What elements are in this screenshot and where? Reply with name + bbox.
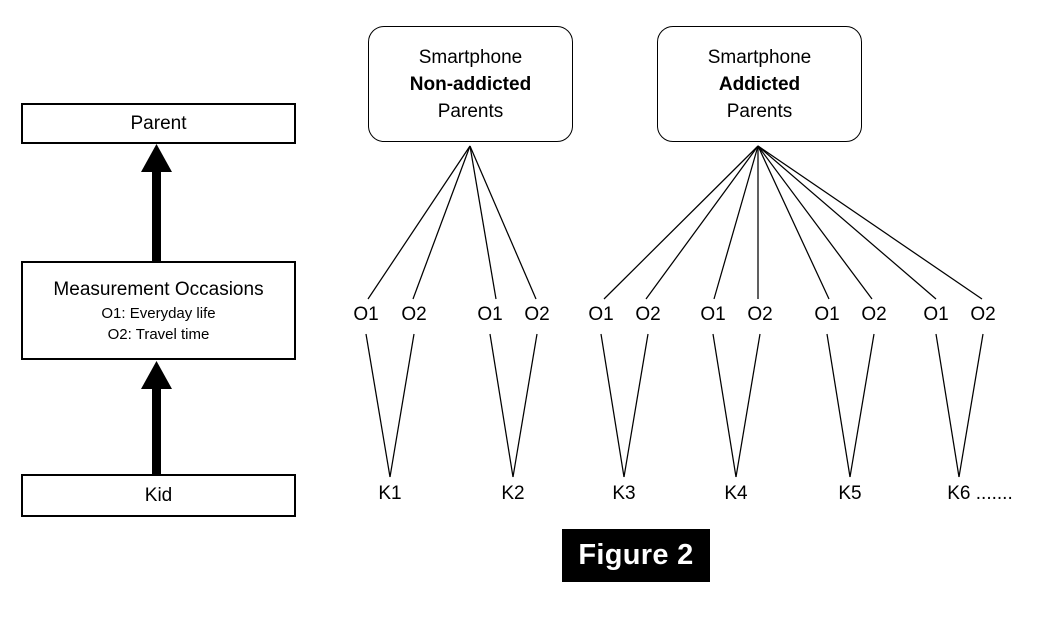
group-box-non-addicted: Smartphone Non-addicted Parents: [368, 26, 573, 142]
occasion-label-g1-4: O2: [524, 304, 550, 325]
occasion-o1-definition: O1: Everyday life: [101, 304, 216, 322]
parent-level-label: Parent: [130, 112, 187, 134]
edge-nonaddicted-o2b: [469, 145, 537, 300]
edge-o2-to-k4: [735, 333, 761, 478]
arrow-up-icon-occasions-to-parent: [141, 144, 172, 261]
figure-caption-chip: Figure 2: [562, 529, 710, 582]
edge-o2-to-k5: [849, 333, 875, 478]
edge-addicted-o1b: [713, 145, 759, 300]
group-addicted-line1: Smartphone: [707, 46, 812, 68]
measurement-occasions-box: Measurement Occasions O1: Everyday life …: [21, 261, 296, 360]
occasion-label-g2-1: O1: [588, 304, 614, 325]
edge-o2-to-k6: [958, 333, 984, 478]
occasion-label-g2-7: O1: [923, 304, 949, 325]
edge-addicted-o1c: [757, 145, 830, 300]
group-non-addicted-line3: Parents: [437, 100, 504, 122]
kid-label-k6: K6 .......: [947, 483, 1013, 504]
edge-addicted-o2a: [645, 145, 759, 300]
edge-o2-to-k3: [623, 333, 649, 478]
kid-label-k5: K5: [838, 483, 862, 504]
kid-label-k3: K3: [612, 483, 636, 504]
edge-addicted-o1d: [757, 145, 937, 300]
edge-o1-to-k4: [712, 333, 737, 478]
occasion-label-g1-1: O1: [353, 304, 379, 325]
group-addicted-line3: Parents: [726, 100, 793, 122]
occasion-label-g2-8: O2: [970, 304, 996, 325]
occasion-label-g2-2: O2: [635, 304, 661, 325]
group-box-addicted: Smartphone Addicted Parents: [657, 26, 862, 142]
occasion-label-g2-3: O1: [700, 304, 726, 325]
occasion-label-g2-5: O1: [814, 304, 840, 325]
edge-o1-to-k1: [365, 333, 391, 478]
edge-addicted-o1a: [603, 145, 759, 300]
arrow-up-icon-kid-to-occasions: [141, 361, 172, 474]
kid-label-k2: K2: [501, 483, 525, 504]
kid-level-box: Kid: [21, 474, 296, 517]
edge-o1-to-k3: [600, 333, 625, 478]
occasion-label-g1-3: O1: [477, 304, 503, 325]
edge-addicted-o2c: [757, 145, 873, 300]
occasion-o2-definition: O2: Travel time: [107, 325, 210, 343]
edge-o2-to-k2: [512, 333, 538, 478]
kid-level-label: Kid: [144, 484, 173, 506]
parent-level-box: Parent: [21, 103, 296, 144]
edge-o1-to-k6: [935, 333, 960, 478]
kid-label-k1: K1: [378, 483, 402, 504]
kid-label-k4: K4: [724, 483, 748, 504]
measurement-occasions-title: Measurement Occasions: [53, 278, 264, 300]
edge-o1-to-k2: [489, 333, 514, 478]
occasion-label-g1-2: O2: [401, 304, 427, 325]
group-non-addicted-line2: Non-addicted: [409, 73, 532, 95]
edge-addicted-o2d: [757, 145, 983, 300]
edge-nonaddicted-o1a: [367, 145, 471, 300]
group-addicted-line2: Addicted: [718, 73, 801, 95]
edge-nonaddicted-o1b: [469, 145, 497, 300]
figure-caption-label: Figure 2: [578, 539, 694, 571]
occasion-label-g2-4: O2: [747, 304, 773, 325]
group-non-addicted-line1: Smartphone: [418, 46, 523, 68]
edge-nonaddicted-o2a: [412, 145, 471, 300]
edge-o1-to-k5: [826, 333, 851, 478]
edge-o2-to-k1: [389, 333, 415, 478]
occasion-label-g2-6: O2: [861, 304, 887, 325]
